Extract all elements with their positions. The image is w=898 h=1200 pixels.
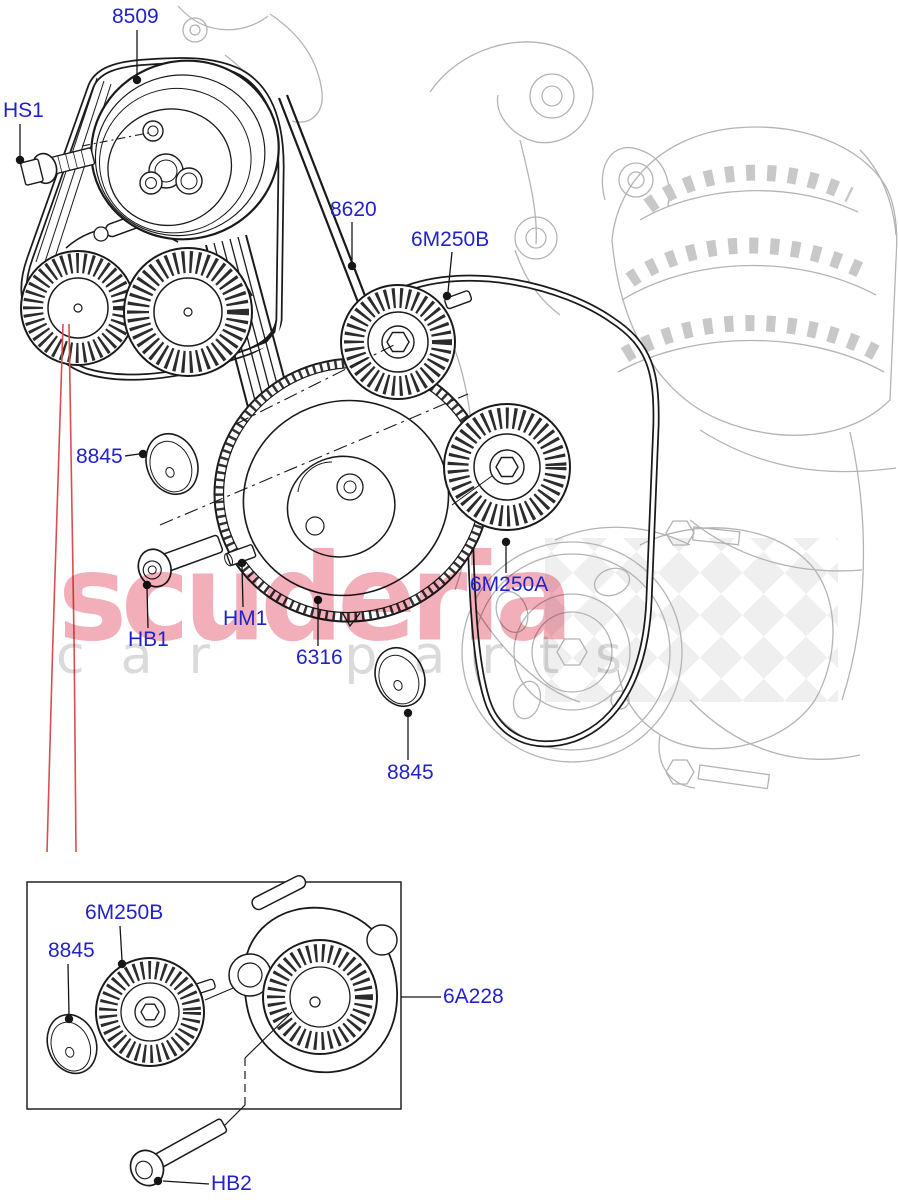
axis-lines <box>81 132 469 526</box>
label-6m250a: 6M250A <box>470 573 549 596</box>
label-6m250b: 6M250B <box>411 228 490 251</box>
zoom-reference-lines <box>46 323 77 853</box>
label-6m250b-inset: 6M250B <box>85 901 164 924</box>
watermark-brand: scuderia <box>58 528 573 669</box>
label-hs1: HS1 <box>3 99 44 122</box>
idler-pulley-pair <box>20 247 253 377</box>
bolt-hb2 <box>129 1118 228 1187</box>
watermark-tagline: car parts <box>56 626 659 686</box>
tensioner-pulley-6m250b <box>340 284 473 400</box>
label-8845-upper: 8845 <box>76 445 123 468</box>
label-8845-inset: 8845 <box>48 939 95 962</box>
label-8620: 8620 <box>330 198 377 221</box>
label-8845-lower: 8845 <box>387 761 434 784</box>
background-machinery <box>177 5 898 790</box>
inset-box <box>26 874 402 1129</box>
label-hb1: HB1 <box>128 628 169 651</box>
pump-housing-background <box>177 5 323 123</box>
idler-pulley-6m250a <box>443 403 571 531</box>
plug-8845-upper <box>145 432 199 496</box>
leader-lines <box>15 30 511 1186</box>
label-6a228: 6A228 <box>443 985 504 1008</box>
label-8509: 8509 <box>112 5 159 28</box>
tensioner-assembly-6a228 <box>228 874 398 1074</box>
label-hb2: HB2 <box>211 1172 252 1195</box>
pulley-6m250b-inset <box>95 957 253 1067</box>
bolt-hb1 <box>137 534 224 588</box>
label-6316: 6316 <box>296 646 343 669</box>
inset-axis-line <box>221 1011 293 1129</box>
bolt-hs1 <box>20 147 96 186</box>
plug-8845-lower <box>374 646 426 708</box>
alternator-background <box>601 126 898 436</box>
engine-block-background <box>689 429 897 760</box>
cap-8845-inset <box>46 1013 98 1075</box>
foreground-ink <box>20 57 660 1187</box>
crankshaft-pulley-6316 <box>213 357 491 628</box>
label-hm1: HM1 <box>223 607 268 630</box>
water-pump-pulley <box>90 59 280 241</box>
checkered-watermark <box>545 538 838 702</box>
mount-bracket-background <box>429 41 594 316</box>
